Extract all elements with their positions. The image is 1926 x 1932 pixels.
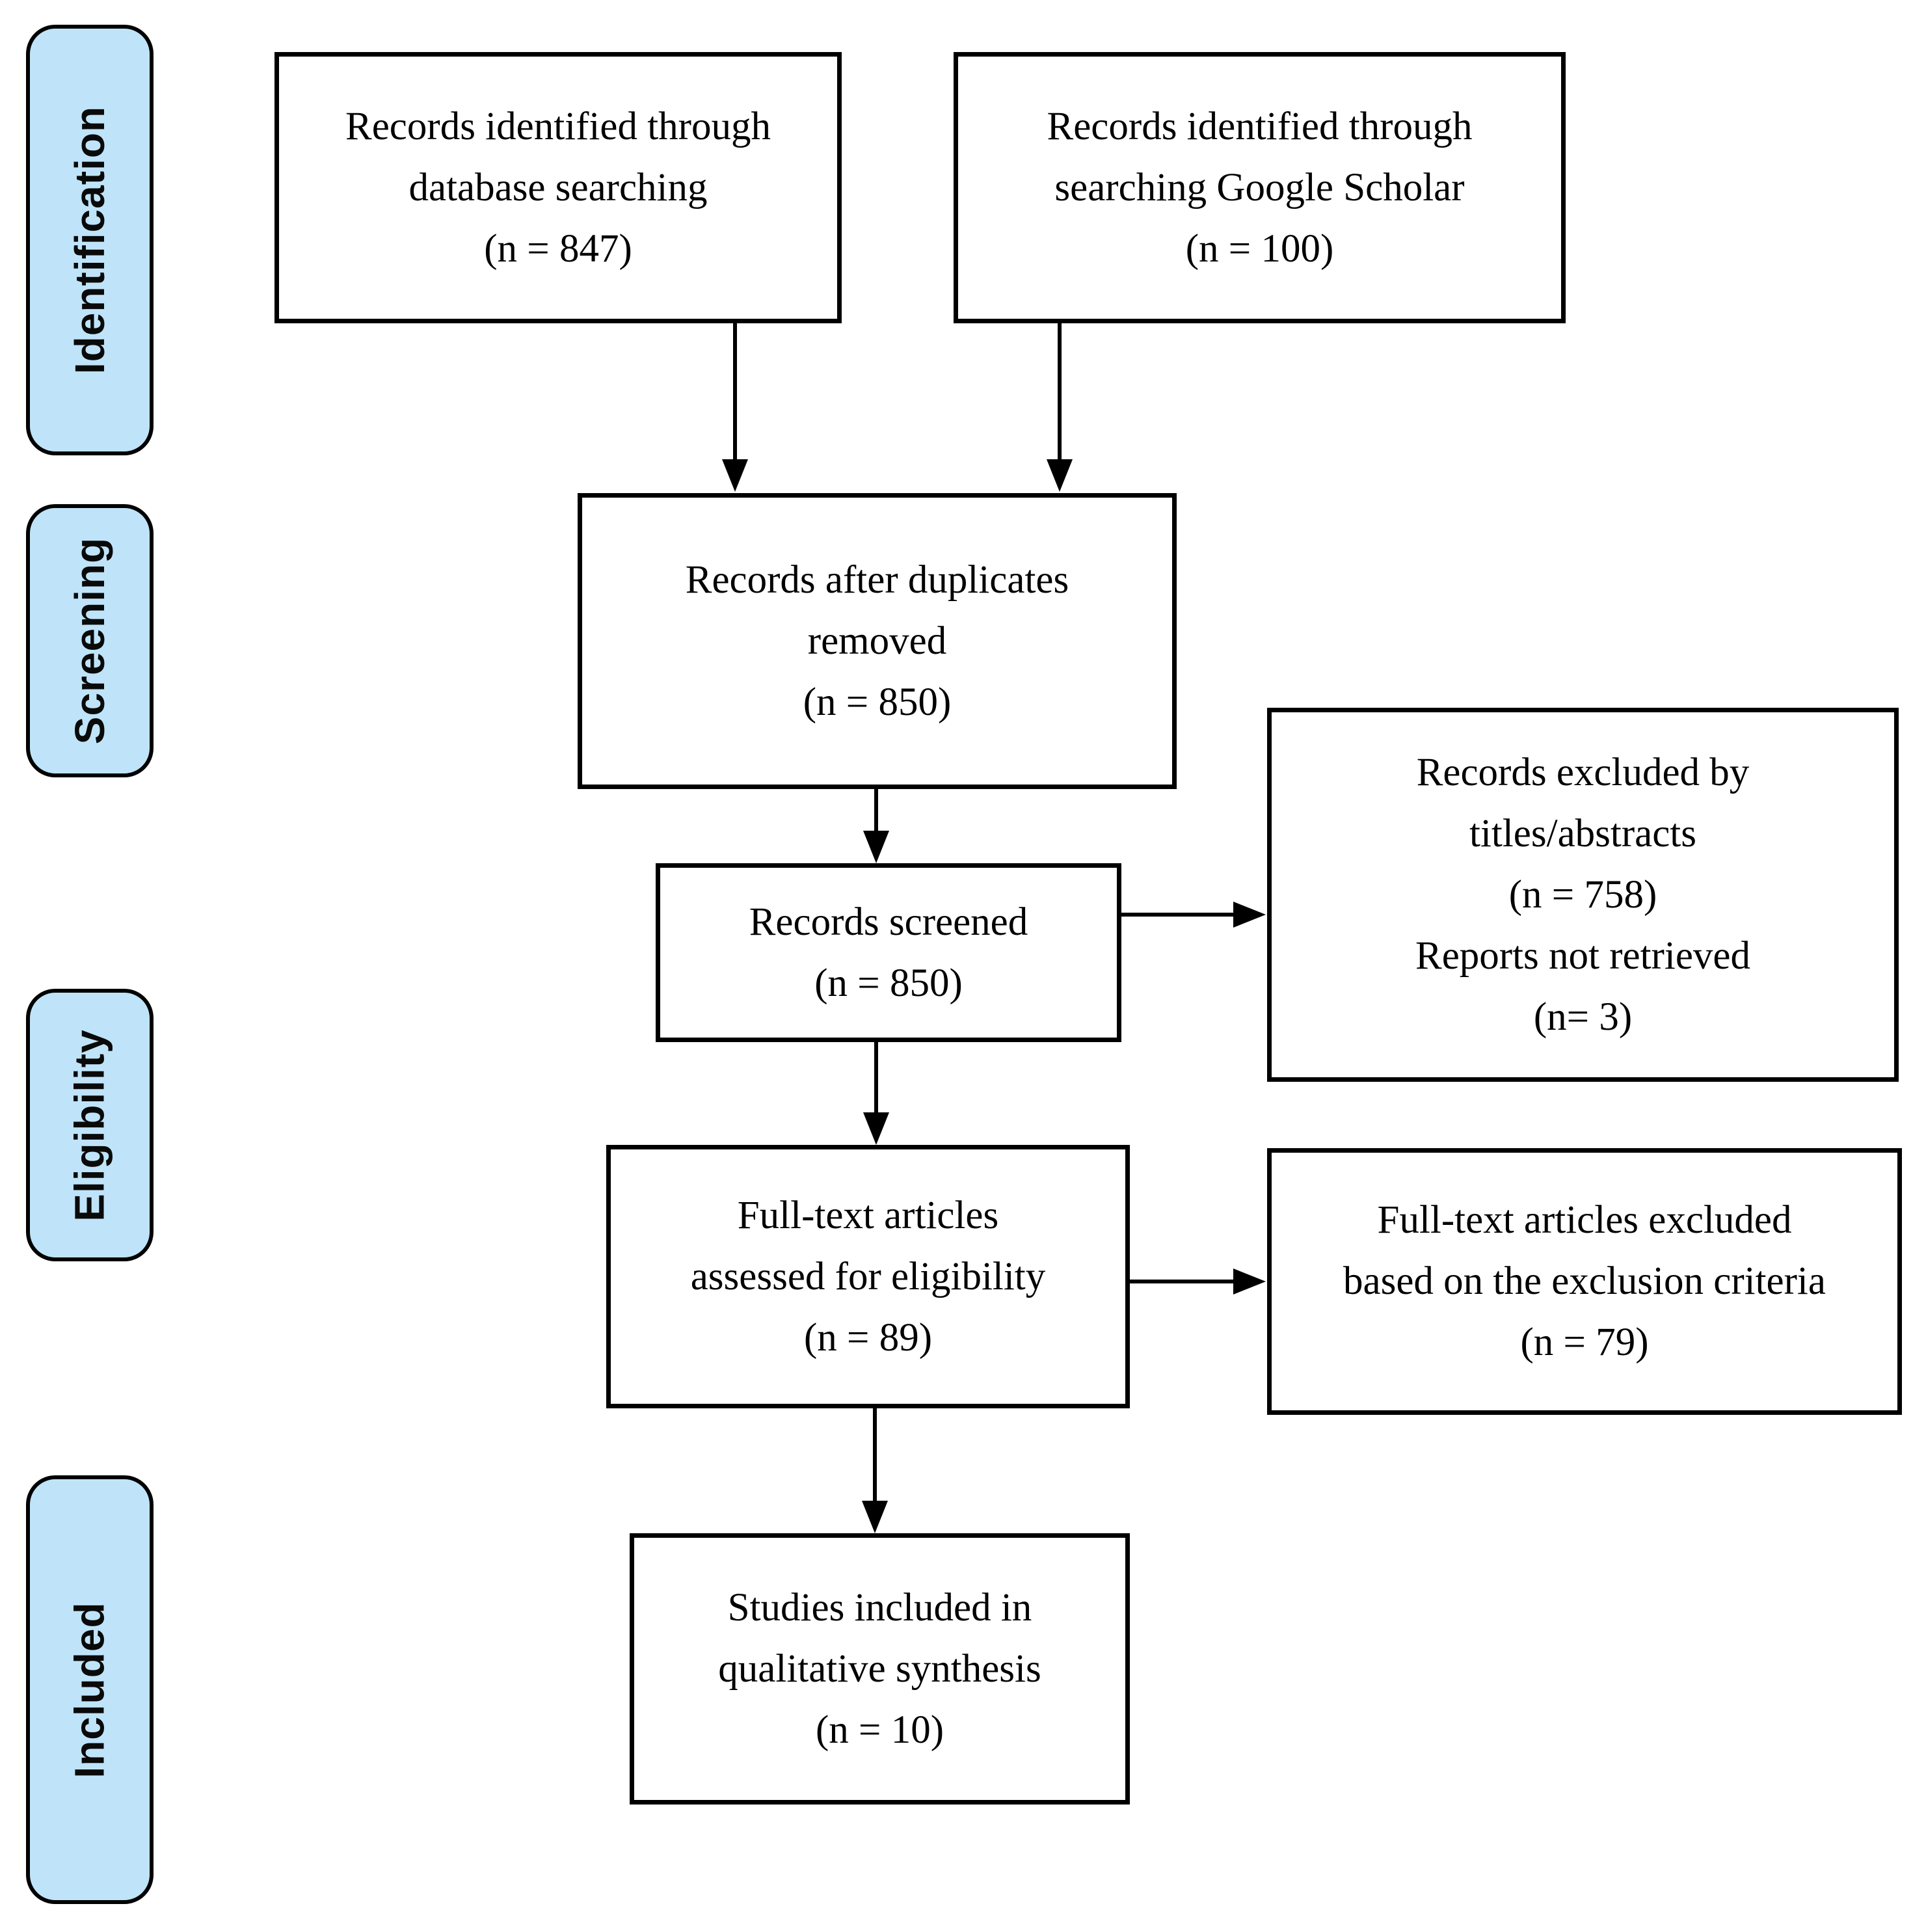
arrow-shaft xyxy=(1058,323,1062,459)
arrow-head-down-icon xyxy=(722,459,748,492)
stage-screening: Screening xyxy=(26,504,154,777)
box-fulltext-excluded: Full-text articles excluded based on the… xyxy=(1267,1148,1902,1415)
box-line: Records screened xyxy=(749,900,1028,944)
box-line: (n = 850) xyxy=(814,961,963,1005)
arrow-head-right-icon xyxy=(1233,1268,1266,1295)
box-line: (n = 847) xyxy=(484,226,632,271)
box-line: Full-text articles xyxy=(737,1193,999,1237)
box-records-after-duplicates: Records after duplicates removed (n = 85… xyxy=(578,493,1177,789)
box-records-identified-database: Records identified through database sear… xyxy=(274,52,842,323)
arrow-shaft xyxy=(873,1407,877,1501)
box-line: database searching xyxy=(408,165,708,209)
arrow-shaft xyxy=(874,786,878,831)
box-line: qualitative synthesis xyxy=(718,1646,1041,1691)
box-line: based on the exclusion criteria xyxy=(1343,1259,1826,1303)
box-records-identified-scholar: Records identified through searching Goo… xyxy=(954,52,1566,323)
arrow-head-down-icon xyxy=(863,1112,889,1145)
stage-screening-label: Screening xyxy=(66,537,113,745)
box-line: (n = 79) xyxy=(1520,1321,1649,1364)
box-line: removed xyxy=(807,619,947,663)
arrow-shaft xyxy=(1119,913,1233,917)
box-studies-included: Studies included in qualitative synthesi… xyxy=(630,1533,1130,1805)
box-line: (n = 100) xyxy=(1185,226,1334,271)
box-records-excluded: Records excluded by titles/abstracts (n … xyxy=(1267,708,1899,1082)
arrow-head-down-icon xyxy=(1047,459,1073,492)
box-line: Full-text articles excluded xyxy=(1377,1198,1792,1242)
stage-included-label: Included xyxy=(66,1601,113,1778)
box-line: searching Google Scholar xyxy=(1054,165,1465,209)
box-line: (n = 89) xyxy=(803,1315,933,1360)
box-line: titles/abstracts xyxy=(1469,811,1696,855)
stage-identification: Identification xyxy=(26,25,154,455)
box-line: (n = 850) xyxy=(803,680,952,724)
stage-included: Included xyxy=(26,1475,154,1904)
arrow-shaft xyxy=(733,323,737,459)
arrow-head-down-icon xyxy=(863,831,889,863)
box-line: assessed for eligibility xyxy=(690,1254,1046,1298)
arrow-shaft xyxy=(1129,1280,1233,1283)
box-line: Records identified through xyxy=(1047,104,1473,148)
box-line: Studies included in xyxy=(727,1585,1032,1630)
arrow-head-right-icon xyxy=(1233,902,1266,928)
box-line: Reports not retrieved xyxy=(1415,933,1750,978)
box-line: (n = 758) xyxy=(1508,872,1657,917)
arrow-head-down-icon xyxy=(862,1501,888,1533)
box-line: Records excluded by xyxy=(1416,750,1750,794)
box-line: (n = 10) xyxy=(815,1708,944,1752)
box-fulltext-assessed: Full-text articles assessed for eligibil… xyxy=(606,1145,1130,1408)
stage-eligibility-label: Eligibility xyxy=(66,1028,113,1222)
stage-eligibility: Eligibility xyxy=(26,989,154,1261)
arrow-shaft xyxy=(874,1041,878,1112)
box-records-screened: Records screened (n = 850) xyxy=(656,863,1121,1042)
box-line: Records after duplicates xyxy=(685,557,1069,602)
box-line: (n= 3) xyxy=(1533,995,1633,1039)
stage-identification-label: Identification xyxy=(66,105,113,375)
box-line: Records identified through xyxy=(345,104,771,148)
